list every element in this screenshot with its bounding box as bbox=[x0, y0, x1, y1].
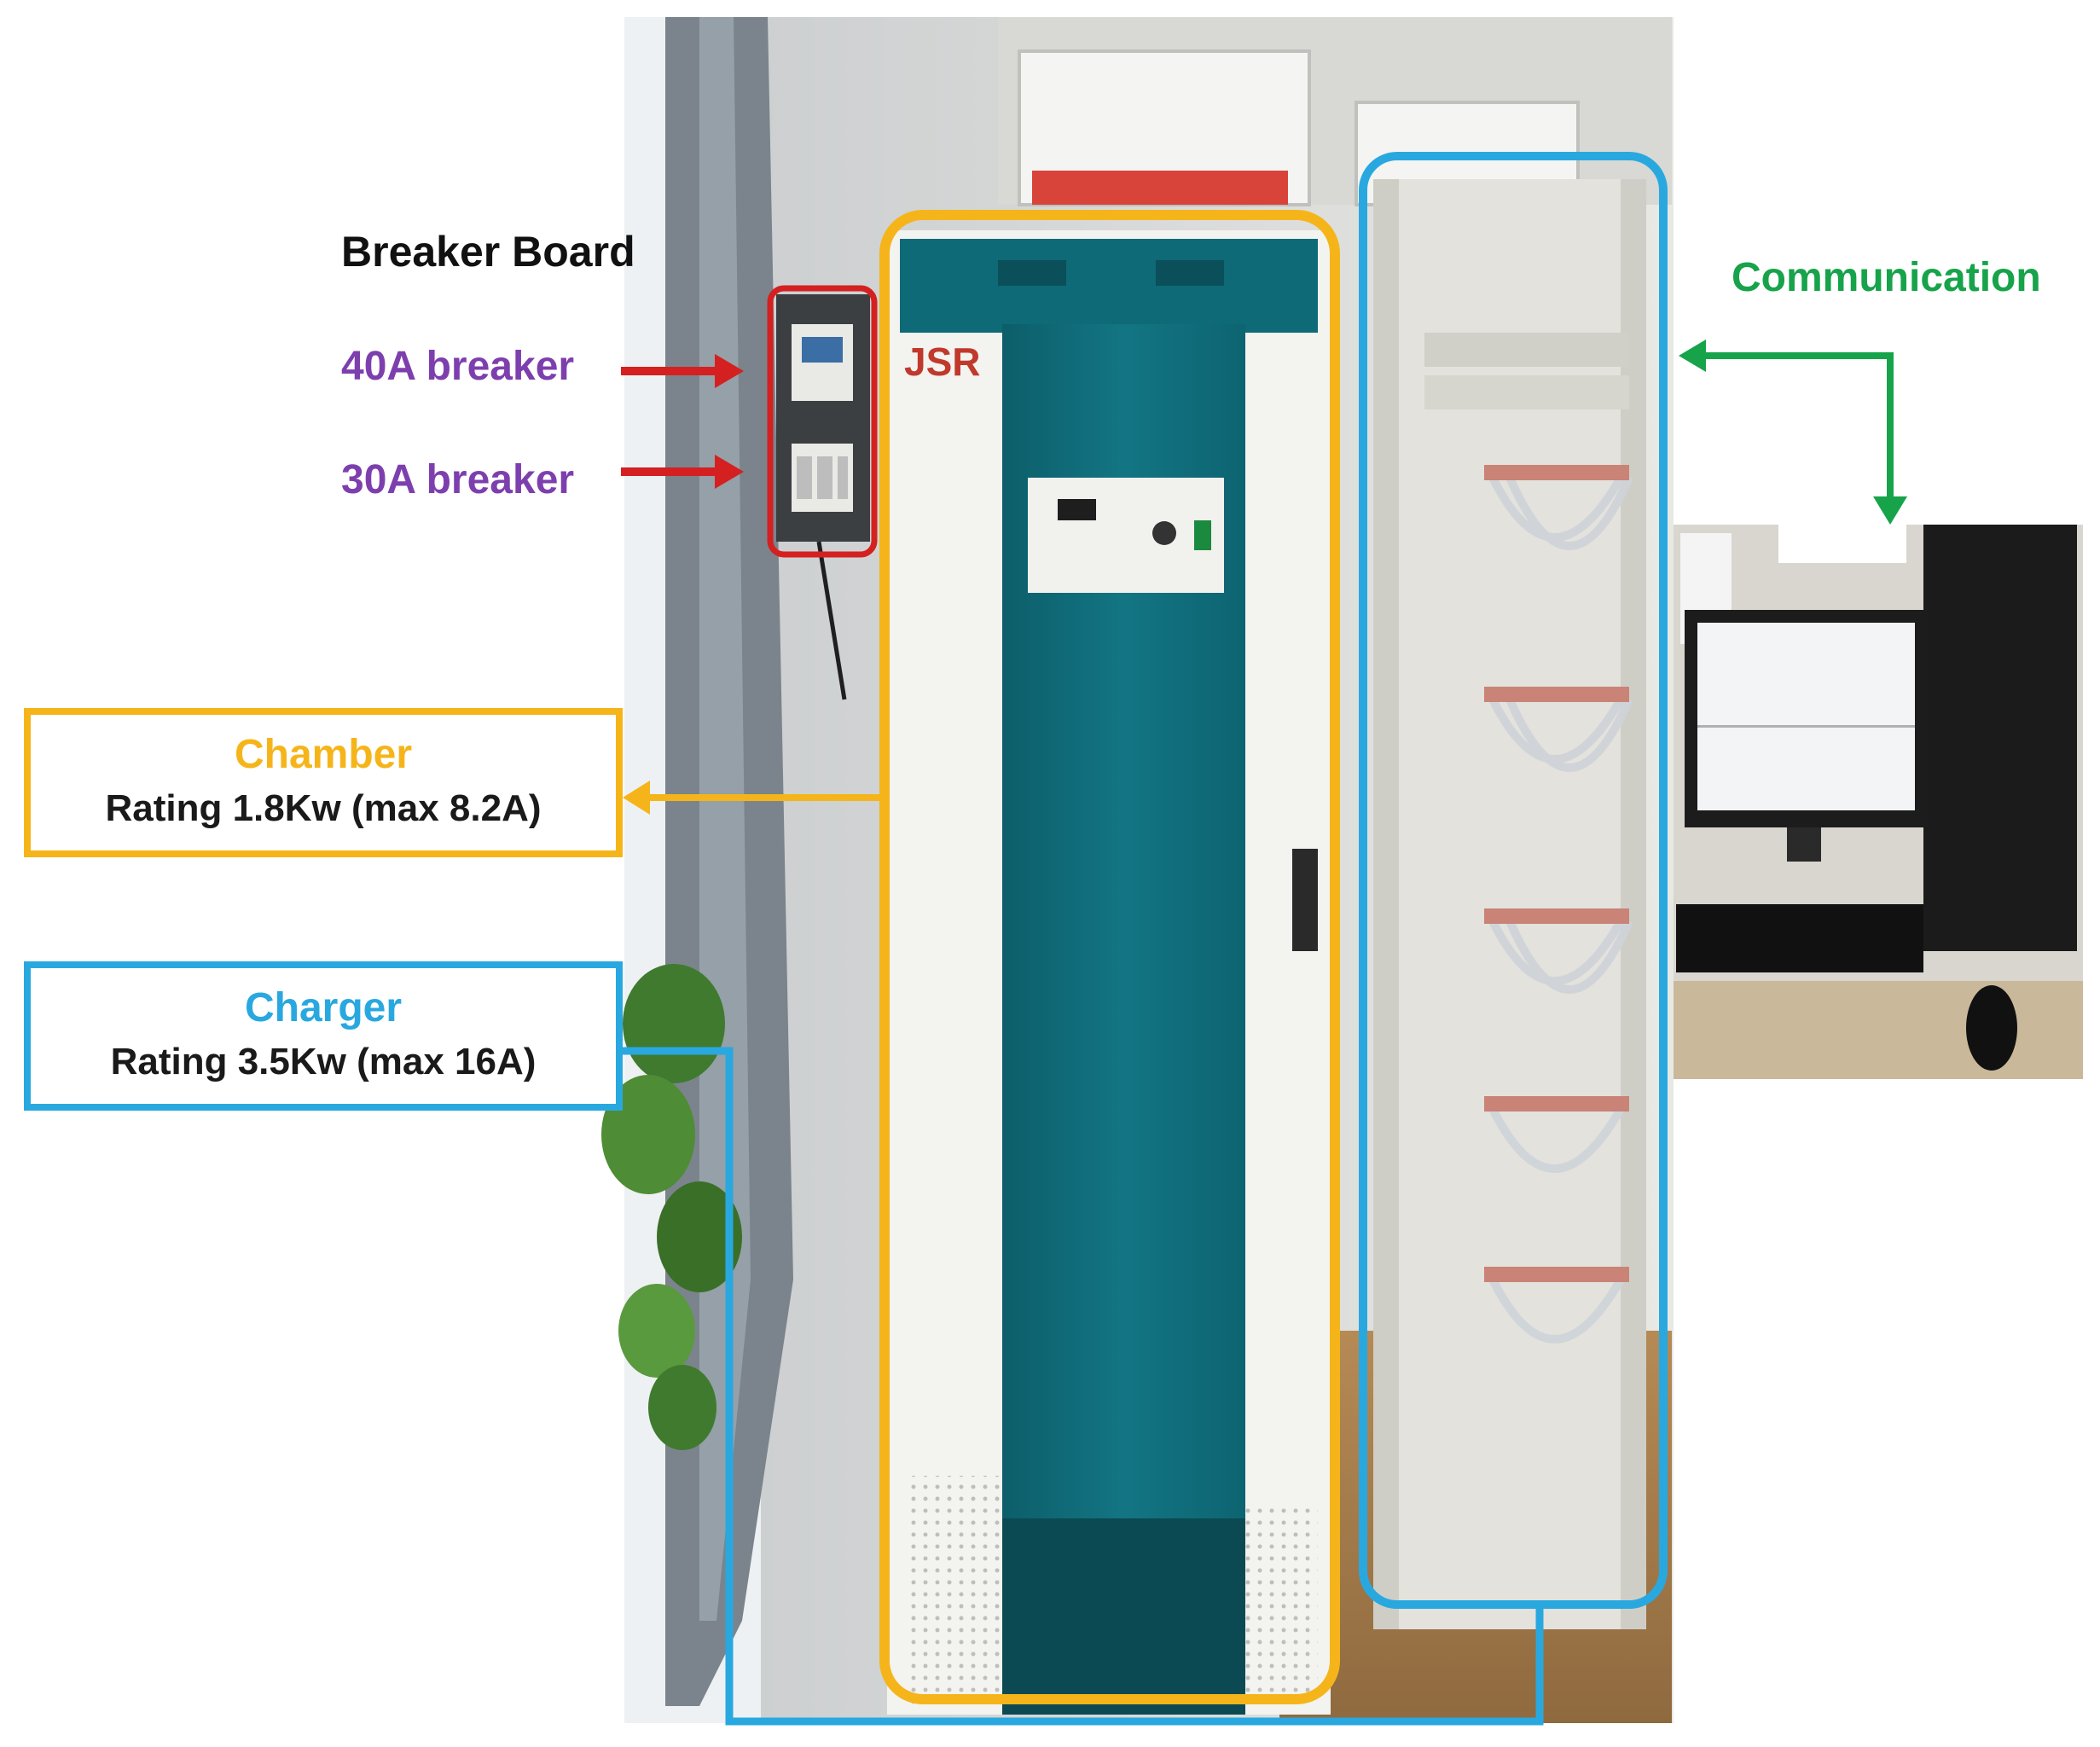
environmental-chamber: JSR bbox=[887, 230, 1331, 1715]
chamber-logo: JSR bbox=[904, 340, 980, 384]
breaker-board-panel bbox=[776, 294, 870, 700]
chamber-rating: Rating 1.8Kw (max 8.2A) bbox=[105, 787, 542, 829]
breaker-40a-label: 40A breaker bbox=[341, 344, 575, 389]
arrow-30a bbox=[621, 455, 744, 489]
breaker-board-label: Breaker Board bbox=[341, 228, 635, 276]
computer-photo-inset bbox=[1674, 525, 2083, 1079]
charger-rack bbox=[1373, 179, 1646, 1629]
charger-outline bbox=[1359, 152, 1668, 1609]
communication-label: Communication bbox=[1732, 255, 2041, 300]
chamber-outline bbox=[879, 210, 1340, 1704]
chamber-connector bbox=[623, 781, 885, 815]
chamber-title: Chamber bbox=[234, 732, 413, 777]
chamber-callout-box: Chamber Rating 1.8Kw (max 8.2A) bbox=[24, 708, 623, 857]
charger-title: Charger bbox=[244, 985, 403, 1030]
breaker-30a-label: 30A breaker bbox=[341, 457, 575, 502]
charger-connector bbox=[621, 1047, 1544, 1726]
charger-rating: Rating 3.5Kw (max 16A) bbox=[110, 1041, 537, 1082]
charger-callout-box: Charger Rating 3.5Kw (max 16A) bbox=[24, 961, 623, 1111]
breaker-board-highlight bbox=[767, 285, 878, 558]
arrow-40a bbox=[621, 354, 744, 388]
communication-arrow bbox=[1679, 340, 1907, 525]
